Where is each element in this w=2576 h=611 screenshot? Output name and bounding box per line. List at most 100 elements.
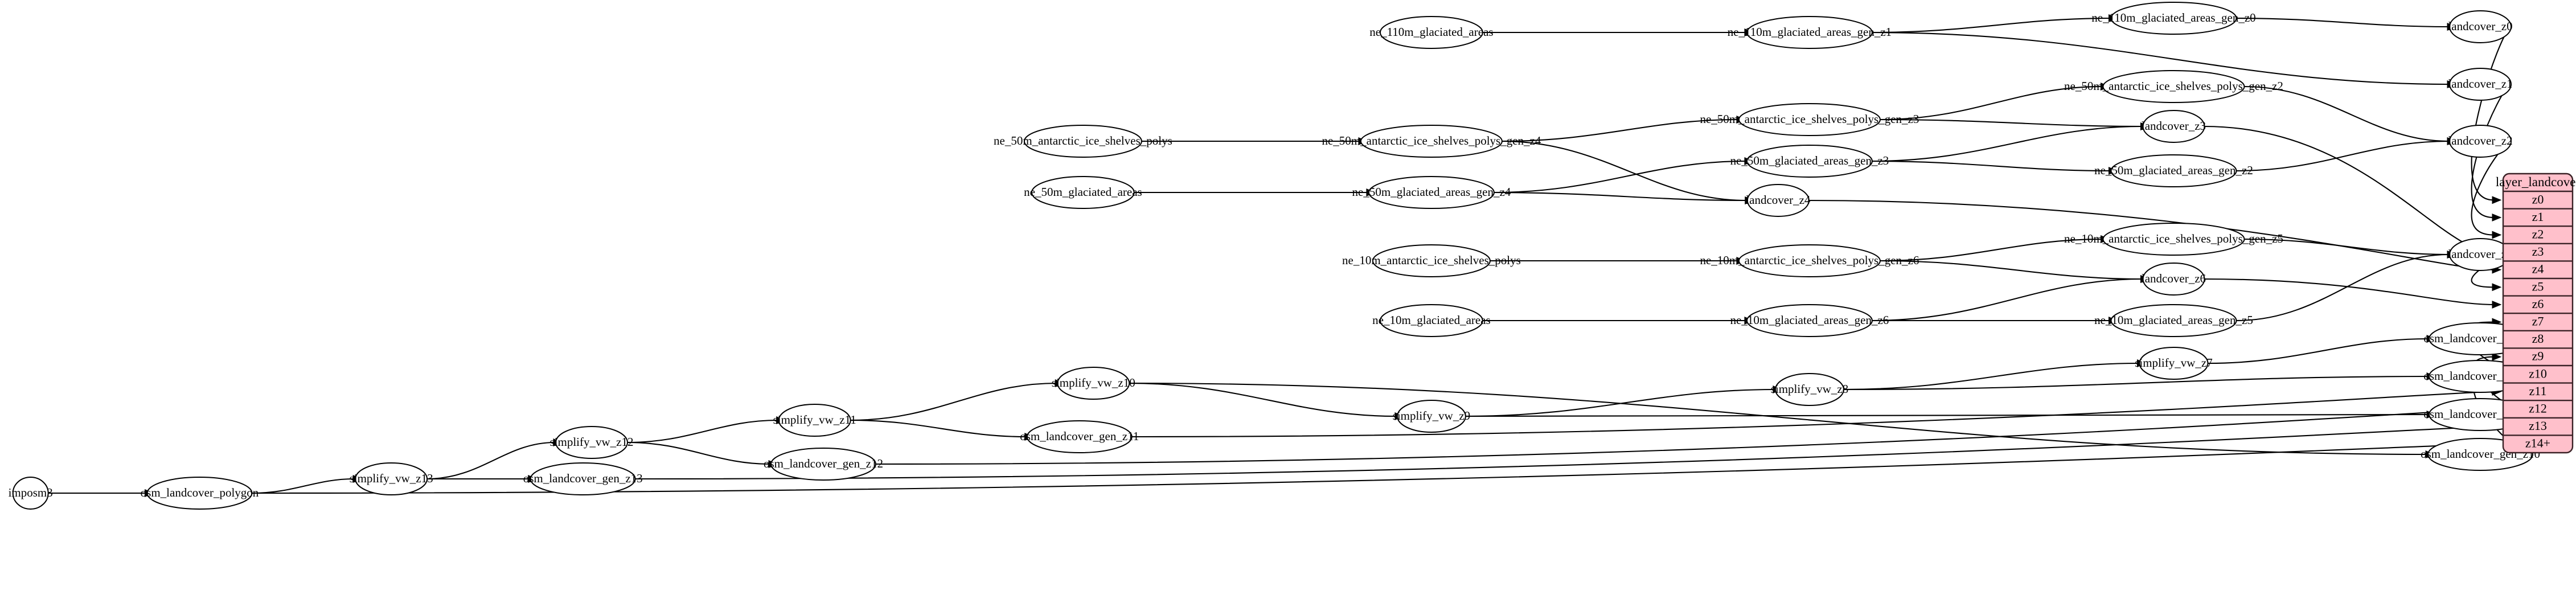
graph-node-label: ne_50m_antarctic_ice_shelves_polys_gen_z… — [1322, 134, 1541, 147]
graph-node-label: osm_landcover_gen_z12 — [764, 457, 883, 470]
edge-arrowhead — [2492, 196, 2502, 204]
graph-node-label: osm_landcover_gen_z13 — [523, 471, 643, 485]
graph-edge — [1872, 278, 2142, 322]
graph-edge — [2236, 17, 2449, 28]
record-row-z0[interactable]: z0 — [2532, 192, 2544, 206]
graph-node-simplify_vw_z11[interactable]: simplify_vw_z11 — [773, 404, 856, 437]
graph-edge — [627, 441, 770, 465]
edge-arrowhead — [2492, 352, 2502, 361]
graph-node-simplify_vw_z10[interactable]: simplify_vw_z10 — [1052, 367, 1135, 400]
graph-node-ne_10m_antarctic_ice_shelves_polys_gen_z6[interactable]: ne_10m_antarctic_ice_shelves_polys_gen_z… — [1700, 244, 1919, 277]
graph-node-label: ne_10m_antarctic_ice_shelves_polys_gen_z… — [2064, 232, 2283, 245]
graph-node-label: simplify_vw_z13 — [350, 471, 433, 485]
graph-node-label: simplify_vw_z9 — [1393, 409, 1471, 423]
graph-edge — [2208, 338, 2429, 364]
graph-node-ne_50m_glaciated_areas[interactable]: ne_50m_glaciated_areas — [1024, 176, 1142, 209]
record-row-z3[interactable]: z3 — [2532, 244, 2544, 259]
graph-node-ne_10m_antarctic_ice_shelves_polys_gen_z5[interactable]: ne_10m_antarctic_ice_shelves_polys_gen_z… — [2064, 223, 2283, 256]
graph-node-osm_landcover_gen_z11[interactable]: osm_landcover_gen_z11 — [1020, 420, 1139, 453]
graph-edge — [1880, 260, 2142, 280]
graph-node-label: ne_110m_glaciated_areas_gen_z1 — [1728, 25, 1892, 39]
graph-node-ne_110m_glaciated_areas_gen_z1[interactable]: ne_110m_glaciated_areas_gen_z1 — [1728, 16, 1892, 49]
record-row-z8[interactable]: z8 — [2532, 331, 2544, 346]
graph-edge — [850, 419, 1026, 438]
graph-node-ne_110m_glaciated_areas[interactable]: ne_110m_glaciated_areas — [1369, 16, 1494, 49]
graph-node-label: simplify_vw_z11 — [773, 413, 856, 427]
graph-node-label: simplify_vw_z8 — [1771, 382, 1849, 396]
graph-node-simplify_vw_z13[interactable]: simplify_vw_z13 — [350, 462, 433, 495]
record-row-z14plus[interactable]: z14+ — [2525, 436, 2550, 450]
record-row-z1[interactable]: z1 — [2532, 210, 2544, 224]
graph-edge — [850, 382, 1057, 421]
graph-node-label: ne_110m_glaciated_areas_gen_z0 — [2091, 11, 2255, 24]
graph-node-ne_10m_antarctic_ice_shelves_polys[interactable]: ne_10m_antarctic_ice_shelves_polys — [1342, 244, 1521, 277]
graph-node-landcover_z1[interactable]: landcover_z1 — [2448, 68, 2513, 101]
edge-arrowhead — [2492, 231, 2502, 239]
graph-edge — [1843, 375, 2429, 391]
graph-edge — [1129, 382, 2427, 456]
graph-node-ne_110m_glaciated_areas_gen_z0[interactable]: ne_110m_glaciated_areas_gen_z0 — [2091, 2, 2256, 35]
edge-arrowhead — [2492, 283, 2502, 292]
graph-node-ne_50m_antarctic_ice_shelves_polys_gen_z4[interactable]: ne_50m_antarctic_ice_shelves_polys_gen_z… — [1322, 125, 1541, 158]
graph-edge — [635, 426, 2494, 480]
record-row-z2[interactable]: z2 — [2532, 227, 2544, 241]
graph-node-label: osm_landcover_gen_z11 — [1020, 429, 1139, 443]
graph-node-label: ne_50m_antarctic_ice_shelves_polys — [994, 134, 1172, 147]
graph-node-ne_10m_glaciated_areas_gen_z6[interactable]: ne_10m_glaciated_areas_gen_z6 — [1730, 304, 1889, 337]
graph-node-ne_10m_glaciated_areas[interactable]: ne_10m_glaciated_areas — [1372, 304, 1491, 337]
graph-node-osm_landcover_polygon[interactable]: osm_landcover_polygon — [141, 477, 259, 510]
graph-node-simplify_vw_z9[interactable]: simplify_vw_z9 — [1393, 400, 1471, 433]
graph-node-label: simplify_vw_z12 — [550, 435, 634, 449]
record-node-layer-landcover[interactable]: layer_landcoverz0z1z2z3z4z5z6z7z8z9z10z1… — [2496, 173, 2576, 454]
graph-node-landcover_z5[interactable]: landcover_z5 — [2448, 238, 2513, 271]
graph-node-osm_landcover_gen_z12[interactable]: osm_landcover_gen_z12 — [764, 448, 883, 481]
record-row-z10[interactable]: z10 — [2529, 366, 2547, 380]
graph-node-label: ne_10m_glaciated_areas_gen_z6 — [1730, 313, 1889, 327]
graph-node-label: landcover_z3 — [2142, 119, 2206, 133]
graph-node-ne_50m_antarctic_ice_shelves_polys[interactable]: ne_50m_antarctic_ice_shelves_polys — [994, 125, 1172, 158]
record-row-z6[interactable]: z6 — [2532, 297, 2544, 311]
graph-node-ne_50m_antarctic_ice_shelves_polys_gen_z3[interactable]: ne_50m_antarctic_ice_shelves_polys_gen_z… — [1700, 103, 1919, 136]
graph-node-label: landcover_z6 — [2142, 272, 2206, 285]
record-row-z9[interactable]: z9 — [2532, 349, 2544, 363]
graph-node-label: simplify_vw_z7 — [2135, 356, 2213, 370]
record-row-z12[interactable]: z12 — [2529, 401, 2547, 416]
graph-edge — [1494, 160, 1746, 194]
graph-node-imposm3[interactable]: imposm3 — [9, 477, 53, 510]
graph-edge — [252, 443, 2494, 494]
record-row-z7[interactable]: z7 — [2532, 314, 2544, 329]
graph-edge — [1494, 191, 1746, 202]
record-row-z13[interactable]: z13 — [2529, 419, 2547, 433]
graph-edge — [1880, 118, 2142, 128]
graph-node-simplify_vw_z12[interactable]: simplify_vw_z12 — [550, 426, 634, 459]
record-row-z5[interactable]: z5 — [2532, 279, 2544, 293]
graph-edge — [1872, 31, 2449, 85]
edge-arrowhead — [2492, 213, 2502, 222]
graph-node-landcover_z2[interactable]: landcover_z2 — [2448, 125, 2513, 158]
graph-node-landcover_z0[interactable]: landcover_z0 — [2448, 10, 2513, 43]
graph-node-ne_50m_glaciated_areas_gen_z3[interactable]: ne_50m_glaciated_areas_gen_z3 — [1730, 145, 1889, 178]
record-row-z4[interactable]: z4 — [2532, 262, 2544, 276]
graph-node-ne_10m_glaciated_areas_gen_z5[interactable]: ne_10m_glaciated_areas_gen_z5 — [2094, 304, 2253, 337]
graph-node-landcover_z4[interactable]: landcover_z4 — [1746, 184, 1811, 217]
graph-node-landcover_z6[interactable]: landcover_z6 — [2142, 263, 2206, 296]
graph-node-label: ne_10m_antarctic_ice_shelves_polys_gen_z… — [1700, 253, 1919, 267]
graph-node-label: osm_landcover_polygon — [141, 486, 259, 499]
graph-node-simplify_vw_z8[interactable]: simplify_vw_z8 — [1771, 373, 1849, 406]
graph-edge — [252, 478, 355, 494]
graph-node-simplify_vw_z7[interactable]: simplify_vw_z7 — [2135, 347, 2213, 380]
graph-node-ne_50m_antarctic_ice_shelves_polys_gen_z2[interactable]: ne_50m_antarctic_ice_shelves_polys_gen_z… — [2064, 70, 2283, 103]
graph-node-ne_50m_glaciated_areas_gen_z2[interactable]: ne_50m_glaciated_areas_gen_z2 — [2094, 154, 2253, 187]
graph-node-label: ne_10m_antarctic_ice_shelves_polys — [1342, 253, 1521, 267]
edge-arrowhead — [2492, 300, 2502, 309]
graph-edge — [1808, 199, 2494, 270]
graph-edge — [627, 419, 778, 444]
graph-node-ne_50m_glaciated_areas_gen_z4[interactable]: ne_50m_glaciated_areas_gen_z4 — [1352, 176, 1511, 209]
graph-edge — [2471, 26, 2512, 201]
graph-edge — [1465, 413, 2429, 417]
graph-node-osm_landcover_gen_z13[interactable]: osm_landcover_gen_z13 — [523, 462, 643, 495]
record-row-z11[interactable]: z11 — [2529, 384, 2547, 398]
graph-node-landcover_z3[interactable]: landcover_z3 — [2142, 110, 2206, 143]
graph-edge — [2244, 85, 2449, 142]
